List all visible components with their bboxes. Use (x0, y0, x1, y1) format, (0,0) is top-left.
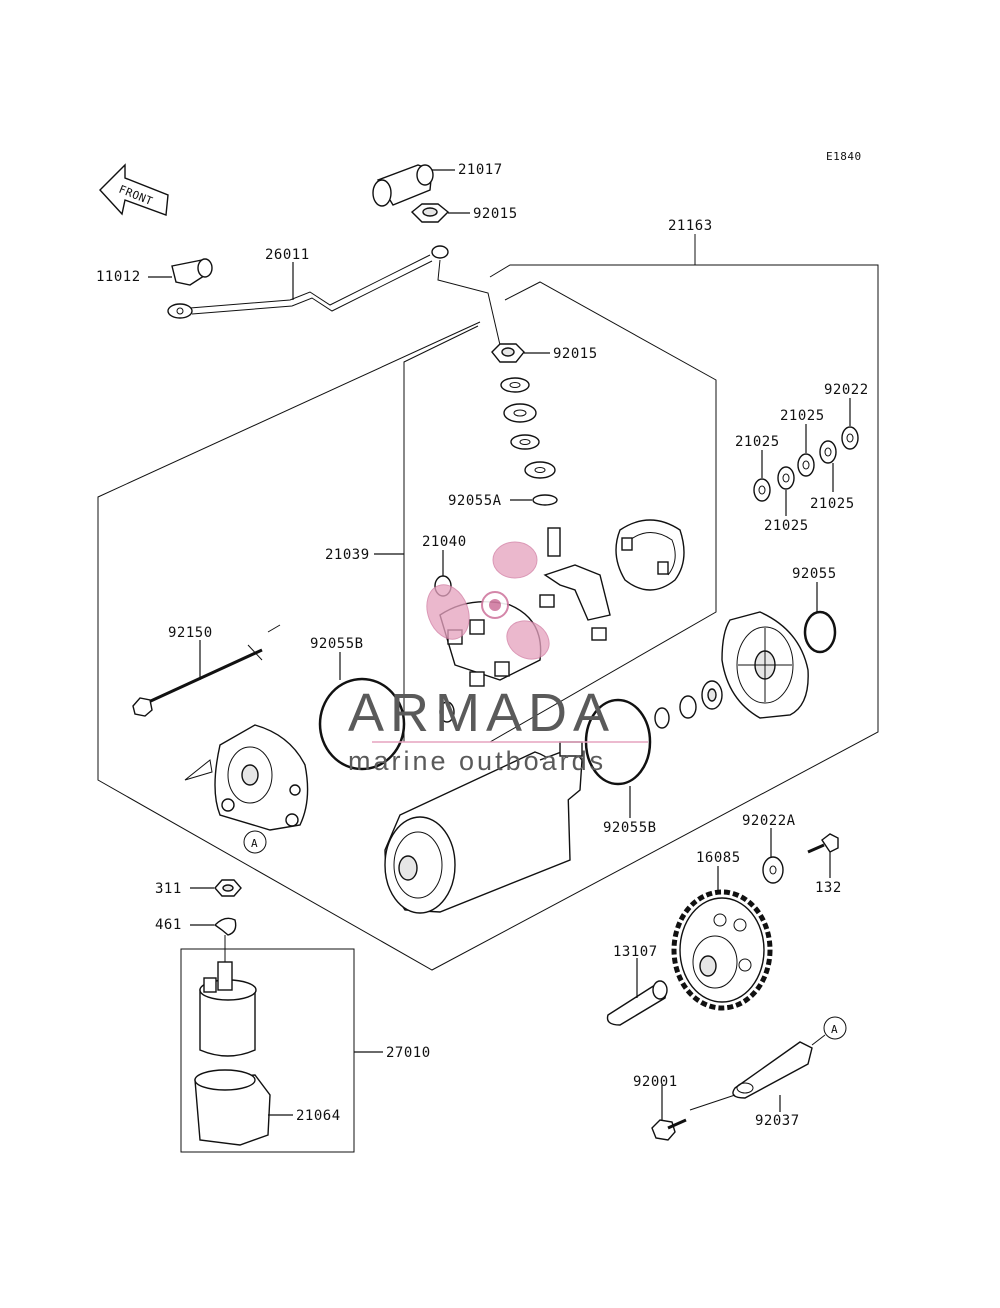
front-arrow-icon: FRONT (99, 163, 169, 216)
callout-311: 311 (155, 881, 182, 897)
washer-icon (762, 856, 784, 884)
bolt-icon (807, 833, 839, 854)
bracket-icon (732, 1041, 813, 1099)
callout-132: 132 (815, 880, 842, 896)
callout-26011: 26011 (265, 247, 310, 263)
callout-92015-top: 92015 (473, 206, 518, 222)
callout-21039: 21039 (325, 547, 370, 563)
callout-92037: 92037 (755, 1113, 800, 1129)
callout-13107: 13107 (613, 944, 658, 960)
callout-21025-d: 21025 (810, 496, 855, 512)
callout-21163: 21163 (668, 218, 713, 234)
lock-washer-icon (213, 917, 237, 936)
ref-a-circle (243, 830, 267, 854)
front-housing-icon (184, 724, 309, 831)
solenoid-icon (194, 961, 271, 1146)
through-bolt-icon (132, 624, 281, 717)
solenoid-box (180, 948, 355, 1153)
nut-icon (491, 343, 525, 363)
ref-a-1: A (251, 837, 258, 850)
shaft-washers-icon (654, 680, 723, 729)
battery-cable-icon (167, 245, 449, 319)
callout-21025-c: 21025 (764, 518, 809, 534)
watermark-tagline: marine outboards (348, 746, 606, 776)
callout-92015-mid: 92015 (553, 346, 598, 362)
o-ring-left-icon (318, 677, 406, 771)
callout-21064: 21064 (296, 1108, 341, 1124)
assembly-outline (97, 234, 879, 971)
callout-16085: 16085 (696, 850, 741, 866)
bolt-icon (651, 1118, 687, 1141)
callout-27010: 27010 (386, 1045, 431, 1061)
end-cover-icon (615, 519, 685, 591)
watermark-brand: ARMADA (348, 683, 615, 743)
callout-92055: 92055 (792, 566, 837, 582)
washer-stack-icon (500, 377, 558, 506)
rear-housing-icon (721, 611, 809, 719)
callout-21040: 21040 (422, 534, 467, 550)
callout-92150: 92150 (168, 625, 213, 641)
callout-461: 461 (155, 917, 182, 933)
nut-icon (410, 203, 450, 223)
starter-motor-icon (384, 741, 583, 914)
gear-shaft-icon (606, 980, 668, 1026)
callout-92001: 92001 (633, 1074, 678, 1090)
callout-11012: 11012 (96, 269, 141, 285)
callout-92055b-right: 92055B (603, 820, 657, 836)
ref-a-circle (823, 1016, 847, 1040)
callout-21025-a: 21025 (780, 408, 825, 424)
idle-gear-icon (671, 889, 773, 1011)
callout-92055a: 92055A (448, 493, 502, 509)
washer-set-icon (753, 426, 859, 502)
terminal-boot-icon (372, 164, 434, 207)
terminal-cap-icon (171, 258, 213, 286)
callout-21017: 21017 (458, 162, 503, 178)
o-ring-icon (803, 610, 837, 654)
callout-92022: 92022 (824, 382, 869, 398)
diagram-code: E1840 (826, 150, 862, 163)
callout-92055b-left: 92055B (310, 636, 364, 652)
callout-21025-b: 21025 (735, 434, 780, 450)
ref-a-2: A (831, 1023, 838, 1036)
armada-logo (426, 541, 550, 660)
callout-92022a: 92022A (742, 813, 796, 829)
